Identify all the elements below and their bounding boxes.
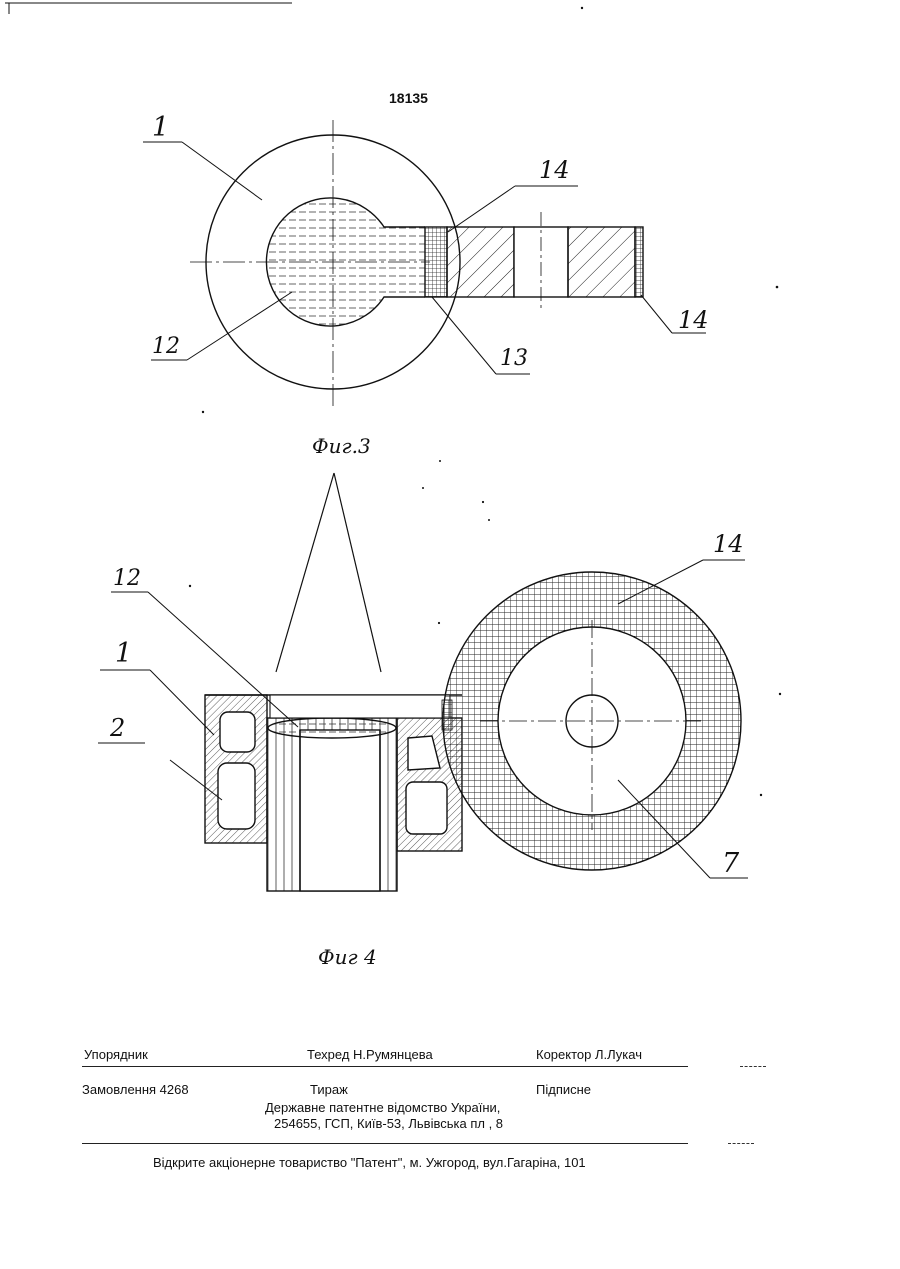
- figure-3-drawing: [143, 120, 706, 408]
- block-left-part-14: [447, 227, 514, 297]
- fig4-label-1: 1: [115, 638, 132, 669]
- cavity-lower-left: [218, 763, 255, 829]
- fig3-label-1: 1: [152, 112, 169, 143]
- colophon-rule-bottom: [82, 1143, 688, 1144]
- cylinder-core: [300, 730, 380, 891]
- colophon-rule-bottom-tail: [728, 1143, 754, 1144]
- colophon-subscription: Підписне: [536, 1082, 591, 1097]
- cavity-lower-right: [406, 782, 447, 834]
- colophon-office-line2: 254655, ГСП, Київ-53, Львівська пл , 8: [274, 1116, 503, 1131]
- fig3-label-12: 12: [152, 334, 180, 359]
- colophon-rule-top: [82, 1066, 688, 1067]
- top-plate: [270, 695, 450, 718]
- fig3-label-14-right: 14: [678, 306, 709, 334]
- fig3-label-13: 13: [500, 346, 528, 371]
- cavity-upper-left: [220, 712, 255, 752]
- figure-4-caption: Фиг 4: [318, 945, 377, 969]
- colophon-proofreader: Коректор Л.Лукач: [536, 1047, 642, 1062]
- end-strip-part-14: [635, 227, 643, 297]
- colophon-office-line1: Державне патентне відомство України,: [265, 1100, 500, 1115]
- colophon-tech-editor: Техред Н.Румянцева: [307, 1047, 433, 1062]
- block-right-part-14: [568, 227, 635, 297]
- colophon-circulation: Тираж: [310, 1082, 348, 1097]
- fig4-label-14: 14: [713, 530, 744, 558]
- fig4-label-2: 2: [110, 714, 125, 742]
- fig3-label-14-top: 14: [539, 156, 570, 184]
- colophon-rule-top-tail: [740, 1066, 766, 1067]
- colophon-order: Замовлення 4268: [82, 1082, 189, 1097]
- fig4-label-12: 12: [113, 566, 141, 591]
- figure-3-caption: Фиг.3: [312, 434, 371, 458]
- figure-4-drawing: [98, 473, 748, 891]
- fig4-label-7: 7: [722, 848, 739, 879]
- page-number: 18135: [389, 90, 428, 106]
- colophon-compiler: Упорядник: [84, 1047, 148, 1062]
- cylinder-top-ellipse: [268, 718, 396, 738]
- colophon-printer: Відкрите акціонерне товариство "Патент",…: [153, 1155, 586, 1170]
- scan-corner-mark: [5, 3, 292, 14]
